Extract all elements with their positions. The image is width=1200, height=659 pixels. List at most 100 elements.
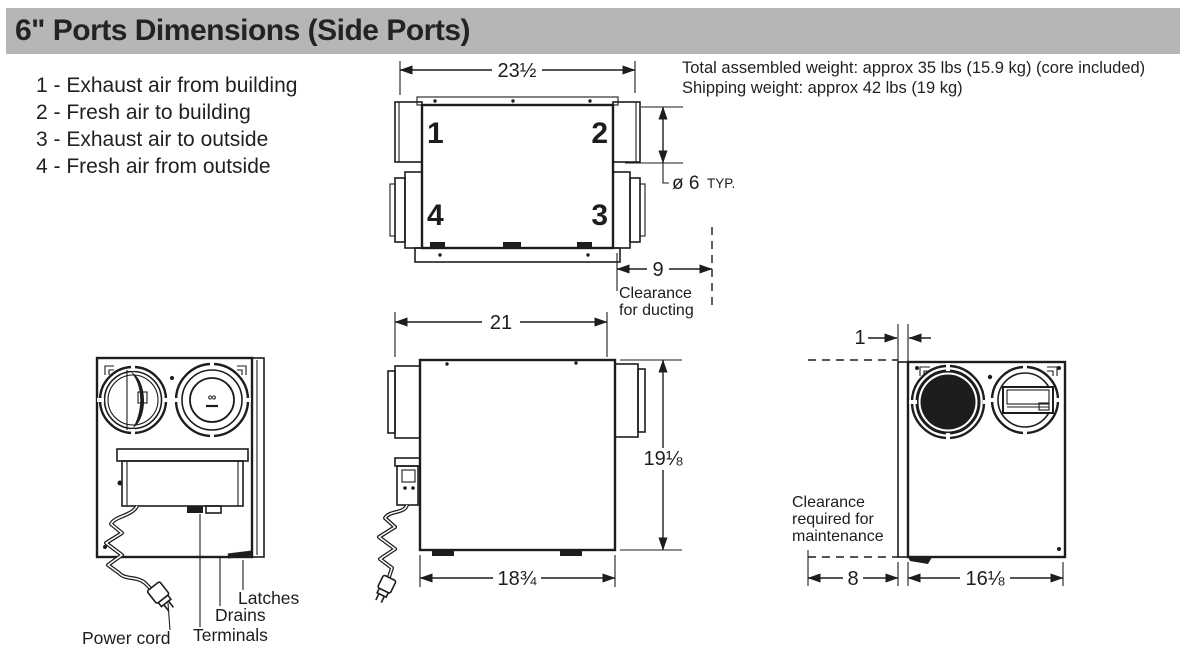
total-weight-note: Total assembled weight: approx 35 lbs (1… bbox=[682, 59, 1146, 77]
callouts: Power cord Terminals Drains Latches bbox=[82, 514, 300, 648]
duct-clearance-caption-2: for ducting bbox=[619, 302, 694, 319]
foot bbox=[577, 242, 592, 248]
foot bbox=[430, 242, 445, 248]
filter-port bbox=[909, 363, 991, 441]
damper-port: ∞ bbox=[173, 361, 251, 439]
foot bbox=[503, 242, 521, 248]
port-collar-right bbox=[614, 363, 646, 438]
power-cord-side bbox=[375, 504, 409, 603]
display-window bbox=[401, 469, 416, 483]
core-handle-port bbox=[989, 364, 1063, 436]
screw-dot bbox=[987, 374, 993, 380]
power-plug bbox=[146, 581, 175, 612]
end-width-dim-label: 16⅛ bbox=[966, 568, 1005, 590]
knockout bbox=[117, 480, 123, 486]
duct-clearance-dimension: 9 Clearance for ducting bbox=[616, 227, 713, 319]
screw-dot bbox=[438, 253, 442, 257]
door-dim-label: 1 bbox=[854, 327, 865, 349]
port-4-number: 4 bbox=[427, 199, 444, 232]
page-title: 6" Ports Dimensions (Side Ports) bbox=[15, 14, 471, 47]
port-legend: 1 - Exhaust air from building 2 - Fresh … bbox=[36, 72, 297, 180]
front-width-dimension: 23½ bbox=[399, 59, 636, 95]
screw-dot bbox=[574, 361, 578, 365]
port-3-number: 3 bbox=[591, 199, 608, 232]
port-collar-bottom-left bbox=[389, 171, 423, 249]
corner-bracket bbox=[104, 365, 114, 375]
screw-dot bbox=[586, 253, 590, 257]
latch bbox=[908, 557, 932, 564]
door-panel bbox=[897, 361, 909, 558]
weight-notes: Total assembled weight: approx 35 lbs (1… bbox=[682, 58, 1145, 98]
maintenance-caption: Clearance required for maintenance bbox=[792, 494, 884, 545]
latch bbox=[227, 550, 253, 559]
port-collar-left bbox=[387, 365, 421, 439]
foot bbox=[560, 550, 582, 556]
legend-item-1: 1 - Exhaust air from building bbox=[36, 74, 298, 97]
corner-bracket bbox=[237, 365, 247, 375]
port-diameter-label: ø 6 bbox=[672, 173, 699, 194]
duct-clearance-dim-label: 9 bbox=[652, 259, 663, 281]
port-2-number: 2 bbox=[591, 117, 608, 150]
button-dot bbox=[411, 486, 415, 490]
screw-dot bbox=[1057, 547, 1061, 551]
core-handle bbox=[1002, 386, 1054, 414]
button-dot bbox=[403, 486, 407, 490]
maintenance-caption-1: Clearance bbox=[792, 494, 865, 511]
screw-dot bbox=[1057, 366, 1061, 370]
port-diameter-dimension: ø 6 TYP. bbox=[625, 106, 735, 194]
screw-dot bbox=[915, 366, 919, 370]
electrical-box-end bbox=[116, 448, 249, 514]
legend-item-2: 2 - Fresh air to building bbox=[36, 101, 251, 124]
screw-dot bbox=[433, 99, 437, 103]
cabinet-end bbox=[95, 356, 265, 559]
electrical-box bbox=[394, 457, 421, 506]
terminals-label: Terminals bbox=[193, 625, 268, 645]
screw-dot bbox=[103, 545, 107, 549]
legend-item-4: 4 - Fresh air from outside bbox=[36, 155, 271, 178]
duct-clearance-caption-1: Clearance bbox=[619, 285, 692, 302]
side-width-dim-label: 21 bbox=[490, 312, 512, 334]
door-thickness-dimension: 1 bbox=[854, 324, 931, 362]
latches-label: Latches bbox=[238, 588, 300, 608]
power-plug bbox=[375, 574, 397, 603]
shipping-weight-note: Shipping weight: approx 42 lbs (19 kg) bbox=[682, 79, 963, 97]
screw-dot bbox=[511, 99, 515, 103]
side-base-dim-label: 18¾ bbox=[498, 568, 537, 590]
screw-dot bbox=[170, 376, 174, 380]
screw-dot bbox=[445, 362, 449, 366]
side-base-dimension: 18¾ bbox=[419, 555, 616, 590]
power-cord-label: Power cord bbox=[82, 628, 171, 648]
fan-port bbox=[97, 364, 170, 436]
corner-bracket bbox=[1047, 366, 1058, 376]
side-flange bbox=[251, 357, 265, 558]
end-width-dimension: 16⅛ bbox=[907, 562, 1064, 590]
maintenance-caption-2: required for bbox=[792, 511, 874, 528]
cabinet-front bbox=[414, 96, 621, 263]
front-width-dim-label: 23½ bbox=[498, 60, 537, 82]
legend-item-3: 3 - Exhaust air to outside bbox=[36, 128, 269, 151]
end-view-left-diagram: ∞ bbox=[82, 356, 300, 648]
side-height-dim-label: 19⅛ bbox=[644, 448, 683, 470]
maintenance-clearance-dimension: 8 bbox=[807, 550, 899, 590]
cabinet-side bbox=[418, 358, 617, 556]
drains-label: Drains bbox=[215, 605, 266, 625]
terminal-block bbox=[187, 506, 203, 513]
side-width-dimension: 21 bbox=[394, 311, 608, 357]
port-collar-top-right bbox=[612, 101, 641, 163]
damper-infinity-mark: ∞ bbox=[208, 390, 217, 404]
port-collar-top-left bbox=[394, 101, 423, 163]
power-cord-end bbox=[104, 504, 175, 612]
cabinet-end-closed bbox=[897, 360, 1067, 564]
foot bbox=[432, 550, 454, 556]
front-view-diagram: 23½ bbox=[389, 59, 735, 319]
maintenance-clearance-dim-label: 8 bbox=[847, 568, 858, 590]
terminal-block bbox=[205, 505, 222, 514]
side-view-diagram: 21 19⅛ bbox=[375, 311, 686, 603]
typ-label: TYP. bbox=[707, 176, 735, 191]
side-height-dimension: 19⅛ bbox=[620, 359, 686, 551]
base-plate bbox=[414, 247, 621, 263]
maintenance-caption-3: maintenance bbox=[792, 528, 884, 545]
screw-dot bbox=[588, 99, 592, 103]
fan-blade bbox=[131, 372, 145, 428]
